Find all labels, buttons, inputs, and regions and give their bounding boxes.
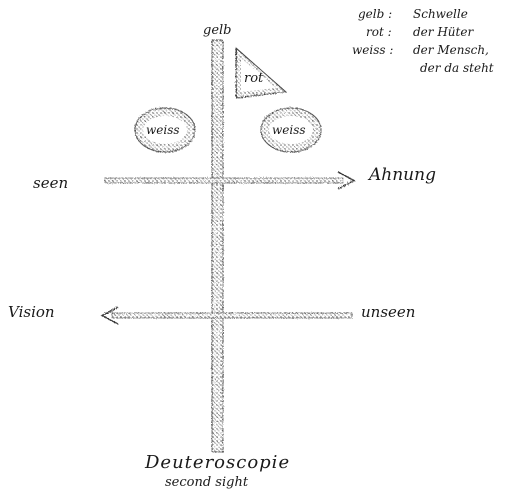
label-unseen: unseen [361,303,415,321]
label-rot: rot [244,71,264,86]
legend-key-rot: rot : [366,25,392,39]
arrowhead-left [100,306,119,325]
lower-arrow [100,306,353,325]
arrowhead-right [337,171,356,190]
legend-value-weiss-cont: der da steht [420,61,494,75]
label-weiss-left: weiss [146,123,180,137]
legend-key-gelb: gelb : [358,7,392,21]
legend-value-weiss: der Mensch, [413,43,489,57]
label-weiss-right: weiss [272,123,306,137]
legend-key-weiss: weiss : [352,43,393,57]
label-deuteroscopie: Deuteroscopie [144,452,290,473]
legend: gelb : Schwelle rot : der Hüter weiss : … [352,7,494,75]
label-vision: Vision [8,303,55,321]
label-gelb: gelb [203,23,232,38]
label-seen: seen [33,174,68,192]
label-second-sight: second sight [165,475,249,490]
legend-value-gelb: Schwelle [413,7,468,21]
legend-value-rot: der Hüter [413,25,474,39]
vertical-threshold-line [211,39,224,453]
label-ahnung: Ahnung [367,165,436,185]
upper-arrow [104,171,356,190]
